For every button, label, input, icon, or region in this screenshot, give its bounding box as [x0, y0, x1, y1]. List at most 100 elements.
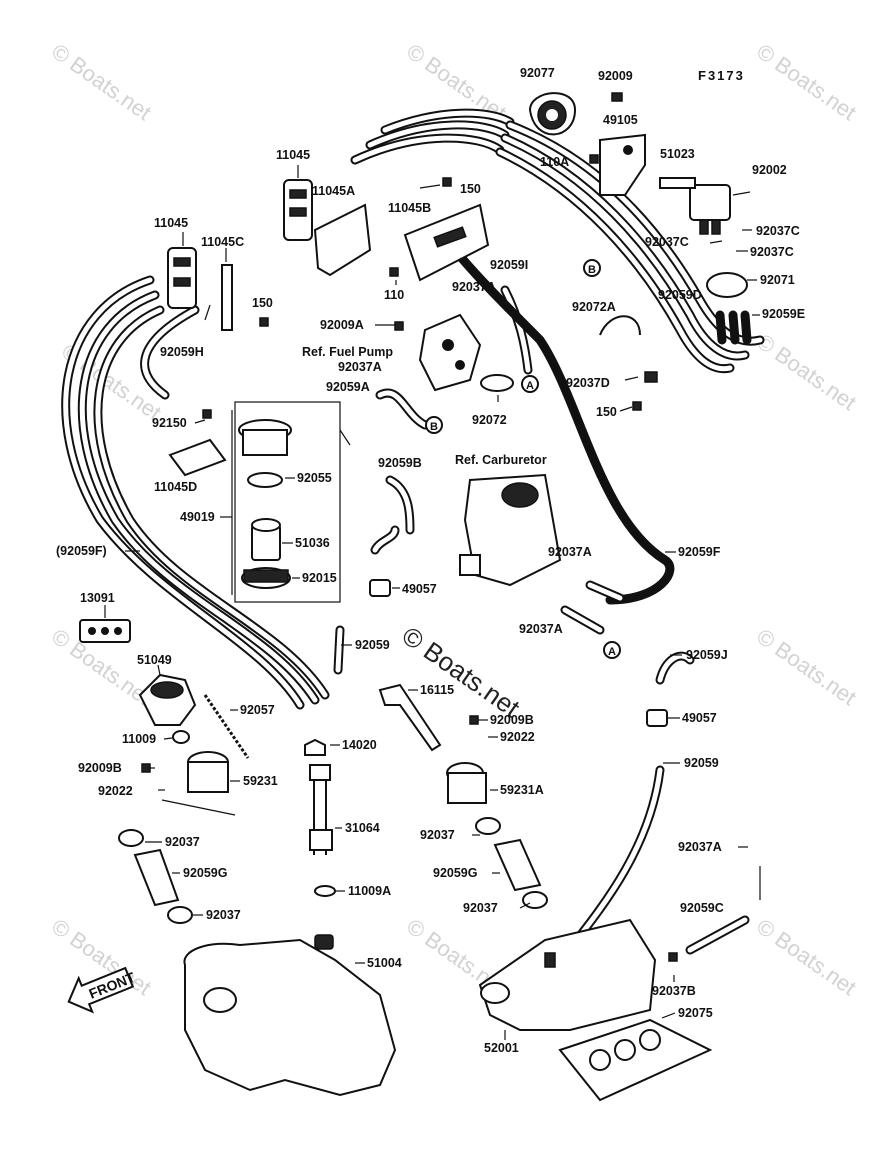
- part-label: 92037C: [756, 224, 800, 238]
- watermark: © Boats.net: [752, 914, 861, 1001]
- part-label: 49019: [180, 510, 215, 524]
- part-label: 11045C: [201, 235, 244, 249]
- part-label: 49057: [402, 582, 437, 596]
- sender-31064-shape: [304, 738, 336, 897]
- part-label: 150: [596, 405, 617, 419]
- part-label: 92059: [355, 638, 390, 652]
- part-label: 92057: [240, 703, 275, 717]
- part-label: 92037: [206, 908, 241, 922]
- part-label: 92037A: [678, 840, 722, 854]
- fuel-pump-shape: [418, 313, 482, 392]
- part-label: 92059: [684, 756, 719, 770]
- part-label: 110A: [540, 155, 569, 169]
- part-label: 92075: [678, 1006, 713, 1020]
- part-label: 11009A: [348, 884, 391, 898]
- part-label: 92059G: [183, 866, 227, 880]
- part-label: 92059I: [490, 258, 528, 272]
- part-label: 51023: [660, 147, 695, 161]
- part-label: 92022: [500, 730, 535, 744]
- grommet-92077-shape: [528, 92, 577, 136]
- part-label: 92059J: [686, 648, 728, 662]
- part-label: 92037B: [652, 984, 696, 998]
- part-label: 92059C: [680, 901, 724, 915]
- part-label: 92002: [752, 163, 787, 177]
- part-label: 92037: [165, 835, 200, 849]
- part-label: 92009B: [490, 713, 534, 727]
- clip-11045-top-shape: [283, 179, 313, 241]
- part-label: 51049: [137, 653, 172, 667]
- part-label: 59231: [243, 774, 278, 788]
- part-label: 52001: [484, 1041, 519, 1055]
- part-label: 13091: [80, 591, 115, 605]
- marker-b: B: [430, 421, 438, 433]
- part-label: 14020: [342, 738, 377, 752]
- part-label: 92059H: [160, 345, 204, 359]
- part-label: 92059E: [762, 307, 805, 321]
- carburetor-shape: [459, 473, 562, 587]
- part-label: 92072: [472, 413, 507, 427]
- part-label: 51036: [295, 536, 330, 550]
- part-label: 92037A: [519, 622, 563, 636]
- part-label: 92015: [302, 571, 337, 585]
- watermark: © Boats.net: [752, 329, 861, 416]
- valve-51023-shape: [659, 177, 731, 235]
- part-label: 92037A: [452, 280, 496, 294]
- part-label: 150: [252, 296, 273, 310]
- part-label: 92077: [520, 66, 555, 80]
- filler-neck-59231A-shape: [446, 762, 487, 804]
- fuel-tank-52001-shape: [478, 918, 657, 1031]
- marker-b: B: [588, 264, 596, 276]
- part-label: 49057: [682, 711, 717, 725]
- part-label: 59231A: [500, 783, 544, 797]
- markers: B B A A: [425, 259, 621, 659]
- part-label: 92072A: [572, 300, 616, 314]
- part-label: 92150: [152, 416, 187, 430]
- leader-lines: [104, 165, 761, 1040]
- ref-carburetor: Ref. Carburetor: [455, 453, 547, 467]
- part-label: 92037C: [750, 245, 794, 259]
- cap-51049-shape: [138, 673, 197, 726]
- part-label: 11009: [122, 732, 156, 746]
- part-label: (92059F): [56, 544, 107, 558]
- part-label: 92059A: [326, 380, 370, 394]
- part-label: 92037A: [338, 360, 382, 374]
- marker-a: A: [608, 646, 616, 658]
- filler-neck-59231-shape: [187, 751, 229, 793]
- part-label: 150: [460, 182, 481, 196]
- watermark: © Boats.net: [752, 624, 861, 711]
- part-label: 49105: [603, 113, 638, 127]
- part-label: 92037: [420, 828, 455, 842]
- part-label: 11045A: [312, 184, 355, 198]
- watermark: © Boats.net: [47, 39, 156, 126]
- part-label: 92059F: [678, 545, 721, 559]
- filter-assembly-49019-shape: [234, 401, 341, 603]
- watermark: © Boats.net: [752, 39, 861, 126]
- hoses: [61, 108, 765, 960]
- pad-92075-shape: [558, 1018, 713, 1102]
- part-label: 110: [384, 288, 404, 302]
- bracket-49105-shape: [599, 133, 646, 196]
- part-label: 92037: [463, 901, 498, 915]
- part-label: 92009: [598, 69, 633, 83]
- fuel-tank-51004-shape: [183, 934, 397, 1097]
- part-label: 16115: [420, 683, 454, 697]
- part-labels: F3173 92077 92009 49105 110A 51023 92002…: [56, 66, 805, 1055]
- part-label: 92055: [297, 471, 332, 485]
- part-label: 31064: [345, 821, 380, 835]
- part-label: 92059D: [658, 288, 702, 302]
- part-label: 11045: [276, 148, 310, 162]
- part-label: 92071: [760, 273, 795, 287]
- watermarks: © Boats.net © Boats.net © Boats.net © Bo…: [47, 39, 861, 1001]
- clip-11045-left-shape: [167, 247, 197, 309]
- part-label: 92022: [98, 784, 133, 798]
- part-label: 92037D: [566, 376, 610, 390]
- part-label: 92059G: [433, 866, 477, 880]
- part-label: 11045B: [388, 201, 431, 215]
- marker-a: A: [526, 380, 534, 392]
- diagram-code: F3173: [698, 68, 745, 83]
- part-label: 92037A: [548, 545, 592, 559]
- ref-fuel-pump: Ref. Fuel Pump: [302, 345, 393, 359]
- part-label: 11045D: [154, 480, 197, 494]
